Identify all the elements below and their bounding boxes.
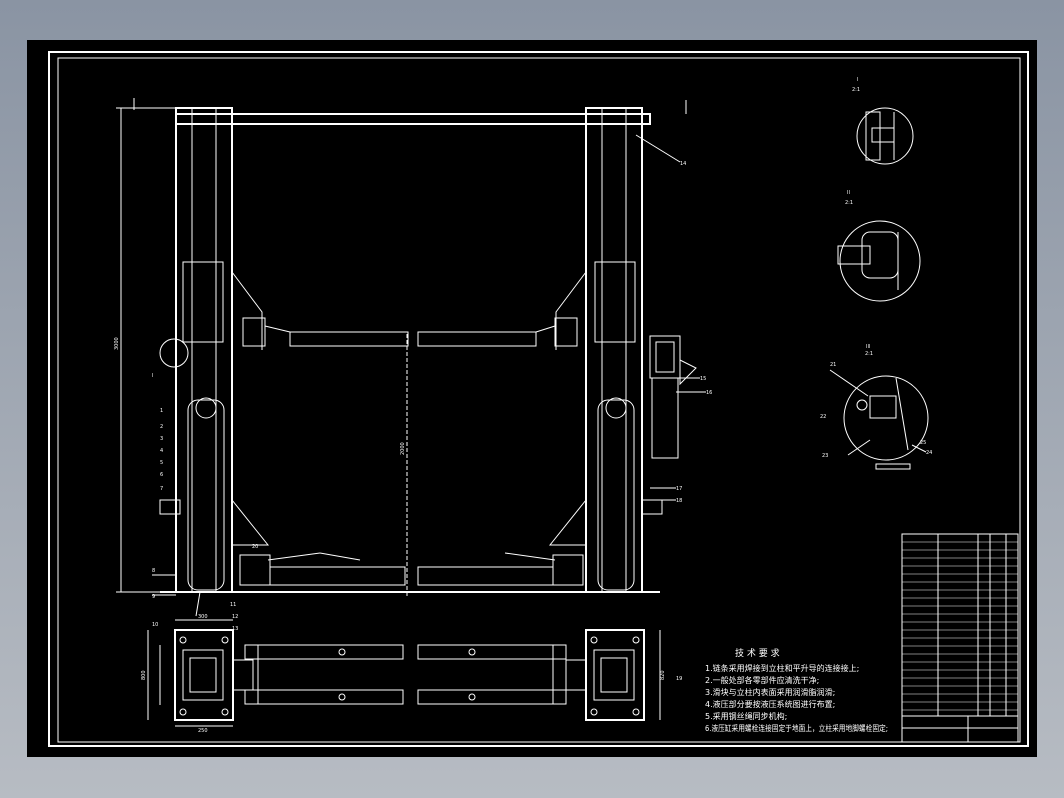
part-number-label: 2: [160, 424, 163, 430]
part-number-label: 16: [706, 390, 712, 396]
plan-view: [147, 619, 661, 727]
part-number-label: 23: [822, 453, 828, 459]
part-number-label: 18: [676, 498, 682, 504]
part-number-label: 9: [152, 594, 155, 600]
front-view: [116, 98, 706, 617]
note-5: 5.采用钢丝绳同步机构;: [705, 711, 787, 721]
part-number-label: 20: [252, 544, 258, 550]
note-2: 2.一般处部各零部件应清洗干净;: [705, 675, 819, 685]
detail-ref-1: I: [152, 373, 153, 379]
dim-base-width: 820: [660, 670, 666, 680]
dim-foot-width: 250: [198, 728, 208, 734]
part-number-label: 11: [230, 602, 236, 608]
detail-label-3: III: [866, 344, 870, 350]
detail-scale-2: 2:1: [845, 200, 853, 206]
part-number-label: 8: [152, 568, 155, 574]
dim-lift-height: 2000: [400, 442, 406, 455]
part-number-label: 15: [700, 376, 706, 382]
part-number-label: 4: [160, 448, 163, 454]
part-number-label: 3: [160, 436, 163, 442]
part-number-label: 22: [820, 414, 826, 420]
note-4: 4.液压部分要按液压系统图进行布置;: [705, 699, 835, 709]
part-number-label: 14: [680, 161, 686, 167]
dim-overall-height: 3000: [114, 337, 120, 350]
dim-base-depth: 800: [141, 670, 147, 680]
note-1: 1.链条采用焊接到立柱和平升导的连接接上;: [705, 663, 859, 673]
dim-center: 300: [198, 614, 208, 620]
part-number-label: 25: [920, 440, 926, 446]
part-number-label: 7: [160, 486, 163, 492]
outer-border: [48, 51, 1029, 747]
part-number-label: 17: [676, 486, 682, 492]
part-number-label: 12: [232, 614, 238, 620]
note-6: 6.液压缸采用螺栓连接固定于地面上，立柱采用地脚螺栓固定;: [705, 723, 888, 733]
detail-scale-1: 2:1: [852, 87, 860, 93]
title-block: [901, 533, 1019, 743]
part-number-label: 1: [160, 408, 163, 414]
detail-label-2: II: [847, 190, 850, 196]
part-number-label: 13: [232, 626, 238, 632]
part-number-label: 24: [926, 450, 932, 456]
detail-label-1: I: [857, 77, 858, 83]
part-number-label: 10: [152, 622, 158, 628]
part-number-label: 5: [160, 460, 163, 466]
part-number-label: 21: [830, 362, 836, 368]
part-number-label: 19: [676, 676, 682, 682]
notes-title: 技 术 要 求: [735, 647, 780, 659]
note-3: 3.滑块与立柱内表面采用润滑脂润滑;: [705, 687, 835, 697]
detail-scale-3: 2:1: [865, 351, 873, 357]
inner-border: [57, 57, 1021, 743]
part-number-label: 6: [160, 472, 163, 478]
detail-views: [829, 107, 929, 470]
